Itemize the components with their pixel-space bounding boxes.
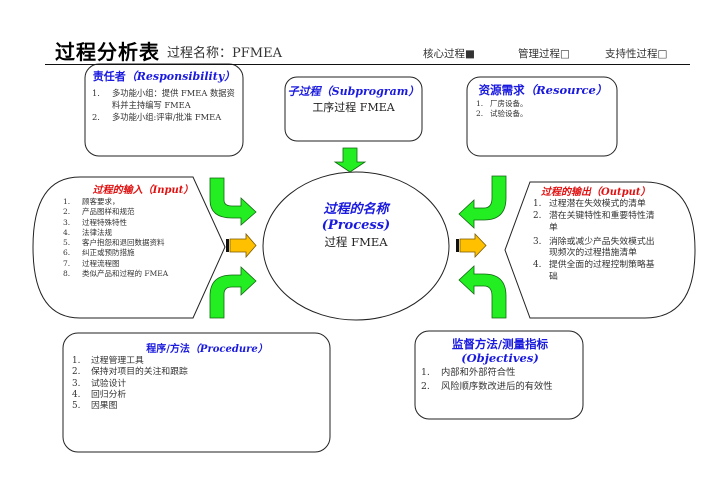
list-item: 3.过程特殊特性 bbox=[63, 217, 127, 227]
curved-arrow-output-bottom-icon bbox=[458, 265, 507, 319]
orange-arrow-output-icon bbox=[456, 233, 487, 258]
list-item: 1.过程潜在失效模式的清单 bbox=[533, 199, 646, 209]
process-text: 过程 FMEA bbox=[324, 235, 388, 249]
list-item: 1.过程管理工具 bbox=[72, 356, 144, 366]
category-core-checkbox[interactable]: 核心过程■ bbox=[423, 48, 475, 60]
list-item: 4.提供全面的过程控制策略基础 bbox=[533, 260, 655, 282]
objectives-title-cn: 监督方法/测量指标 bbox=[451, 337, 549, 351]
subprogram-content: 子过程（Subprogram） 工序过程 FMEA bbox=[287, 83, 420, 115]
process-title-en: (Process) bbox=[321, 218, 391, 233]
list-item: 5.因果图 bbox=[72, 401, 118, 412]
list-item: 1.内部和外部符合性 bbox=[421, 367, 516, 378]
list-item: 2.风险顺序数改进后的有效性 bbox=[421, 380, 553, 392]
list-item: 6.纠正或预防措施 bbox=[63, 248, 135, 258]
list-item: 1.多功能小组：提供 FMEA 数据资料并主持编写 FMEA bbox=[92, 88, 235, 110]
objectives-content: 监督方法/测量指标 (Objectives) 1.内部和外部符合性 2.风险顺序… bbox=[419, 337, 581, 393]
category-management-checkbox[interactable]: 管理过程□ bbox=[518, 48, 570, 60]
subprogram-box bbox=[284, 76, 423, 142]
procedure-title: 程序/方法（Procedure） bbox=[146, 344, 268, 355]
page-title: 过程分析表 bbox=[55, 40, 160, 64]
list-item: 7.过程流程图 bbox=[63, 258, 120, 268]
list-item: 1.厂房设备。 bbox=[476, 99, 528, 108]
procedure-box bbox=[62, 332, 331, 453]
list-item: 5.客户抱怨和退回数据资料 bbox=[63, 238, 165, 248]
list-item: 2.产品图样和规范 bbox=[63, 207, 135, 217]
list-item: 2.保持对项目的关注和跟踪 bbox=[72, 367, 188, 378]
input-list: 1.顾客要求， 2.产品图样和规范 3.过程特殊特性 4.法律法规 5.客户抱怨… bbox=[55, 197, 215, 279]
input-title: 过程的输入（Input） bbox=[92, 185, 194, 196]
responsibility-content: 责任者（Responsibility） 1.多功能小组：提供 FMEA 数据资料… bbox=[88, 68, 240, 123]
orange-arrow-input-icon bbox=[226, 232, 257, 259]
curved-arrow-output-top-icon bbox=[458, 175, 507, 229]
list-item: 3.试验设计 bbox=[72, 378, 127, 389]
procedure-list: 1.过程管理工具 2.保持对项目的关注和跟踪 3.试验设计 4.回归分析 5.因… bbox=[68, 356, 326, 412]
process-ellipse bbox=[262, 171, 450, 321]
process-name-label: 过程名称：PFMEA bbox=[167, 46, 282, 61]
output-shape bbox=[504, 181, 696, 319]
output-content: 过程的输出（Output） 1.过程潜在失效模式的清单 2.潜在关键特性和重要特… bbox=[527, 183, 677, 283]
list-item: 4.法律法规 bbox=[63, 227, 112, 237]
list-item: 1.顾客要求， bbox=[63, 197, 120, 206]
list-item: 4.回归分析 bbox=[72, 389, 127, 400]
objectives-box bbox=[414, 330, 584, 420]
list-item: 2.潜在关键特性和重要特性清单 bbox=[533, 211, 655, 233]
resource-list: 1.厂房设备。 2.试验设备。 bbox=[472, 99, 614, 120]
resource-content: 资源需求（Resource） 1.厂房设备。 2.试验设备。 bbox=[472, 82, 614, 120]
resource-box bbox=[466, 76, 618, 157]
list-item: 2.试验设备。 bbox=[476, 109, 528, 119]
process-title-cn: 过程的名称 bbox=[323, 202, 389, 217]
down-arrow-icon bbox=[333, 147, 367, 173]
procedure-content: 程序/方法（Procedure） 1.过程管理工具 2.保持对项目的关注和跟踪 … bbox=[68, 340, 326, 412]
header-divider bbox=[45, 64, 690, 65]
list-item: 3.消除或减少产品失效模式出现频次的过程措施清单 bbox=[533, 236, 655, 259]
list-item: 2.多功能小组:评审/批准 FMEA bbox=[92, 112, 222, 122]
resource-title: 资源需求（Resource） bbox=[478, 83, 608, 97]
input-shape bbox=[32, 176, 226, 319]
responsibility-title: 责任者（Responsibility） bbox=[92, 70, 236, 83]
curved-arrow-input-bottom-icon bbox=[209, 266, 257, 319]
subprogram-text: 工序过程 FMEA bbox=[312, 101, 395, 114]
process-content: 过程的名称 (Process) 过程 FMEA bbox=[290, 202, 422, 250]
category-support-checkbox[interactable]: 支持性过程□ bbox=[605, 48, 668, 60]
objectives-list: 1.内部和外部符合性 2.风险顺序数改进后的有效性 bbox=[419, 366, 581, 393]
objectives-title-en: (Objectives) bbox=[461, 351, 539, 365]
responsibility-list: 1.多功能小组：提供 FMEA 数据资料并主持编写 FMEA 2.多功能小组:评… bbox=[88, 87, 240, 123]
subprogram-title: 子过程（Subprogram） bbox=[287, 85, 420, 98]
output-list: 1.过程潜在失效模式的清单 2.潜在关键特性和重要特性清单 3.消除或减少产品失… bbox=[527, 199, 677, 283]
list-item: 8.类似产品和过程的 FMEA bbox=[63, 269, 169, 279]
input-content: 过程的输入（Input） 1.顾客要求， 2.产品图样和规范 3.过程特殊特性 … bbox=[55, 181, 215, 279]
output-title: 过程的输出（Output） bbox=[541, 187, 651, 198]
curved-arrow-input-top-icon bbox=[209, 177, 257, 226]
